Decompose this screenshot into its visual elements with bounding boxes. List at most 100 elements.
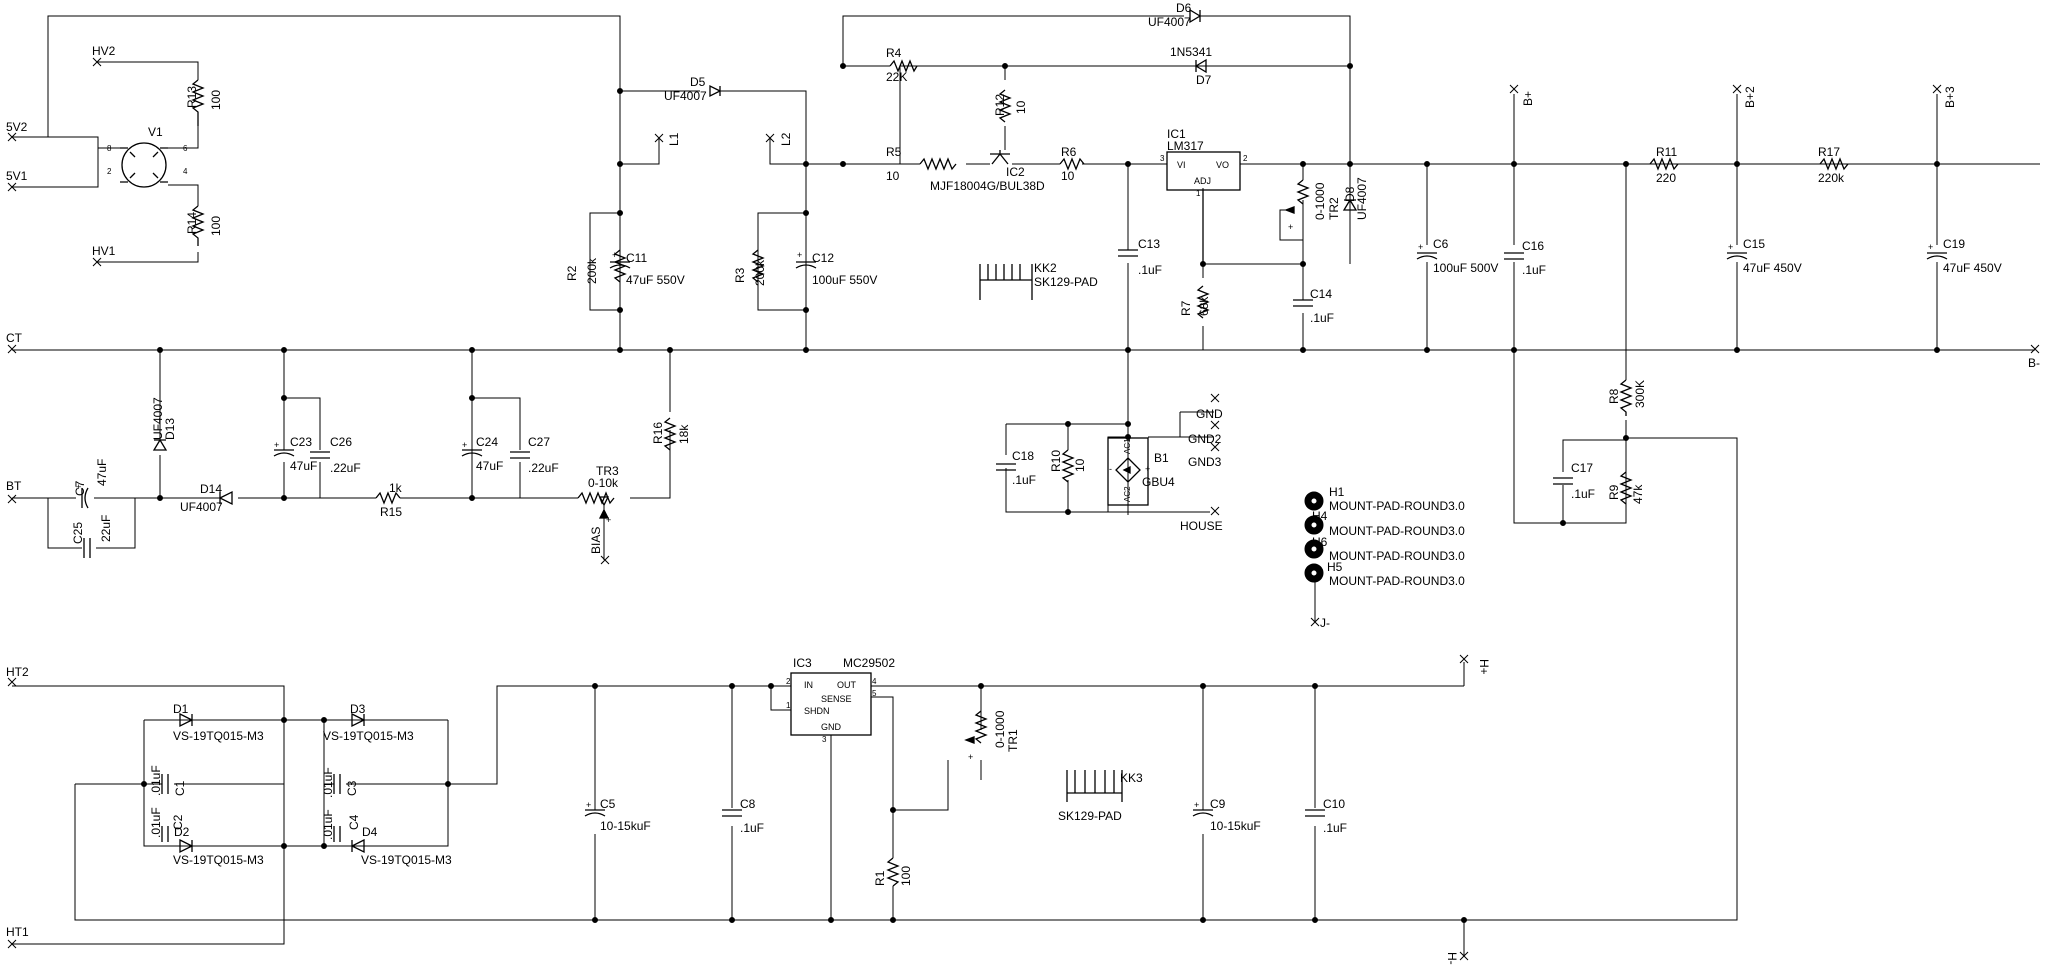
r9-val: 47k [1631, 484, 1645, 504]
net-label-ht2: HT2 [6, 665, 29, 679]
svg-text:OUT: OUT [837, 680, 857, 690]
net-label-bplus3: B+3 [1943, 86, 1957, 108]
c14-val: .1uF [1310, 311, 1334, 325]
d6-symbol [1189, 8, 1202, 24]
c19-val: 47uF 450V [1943, 261, 2002, 275]
c5-ref: C5 [600, 797, 616, 811]
svg-text:+: + [1728, 242, 1733, 252]
c7-symbol [81, 487, 89, 509]
svg-text:8: 8 [107, 144, 112, 153]
net-terminals [7, 57, 2040, 961]
r1-ref: R1 [873, 870, 887, 886]
c26-ref: C26 [330, 435, 352, 449]
c18-symbol [996, 463, 1016, 471]
svg-text:+: + [76, 482, 81, 492]
net-label-bplus: B+ [1521, 91, 1535, 106]
c16-ref: C16 [1522, 239, 1544, 253]
r16-val: 18k [677, 424, 691, 444]
c25-val: 22uF [99, 515, 113, 542]
tr1-symbol [974, 710, 988, 744]
svg-text:-: - [1109, 464, 1112, 474]
tr1-ref: TR1 [1006, 729, 1020, 752]
svg-text:SHDN: SHDN [804, 706, 830, 716]
c1-symbol [161, 774, 169, 794]
r5-symbol [919, 157, 957, 171]
b1-val: GBU4 [1142, 475, 1175, 489]
c6-ref: C6 [1433, 237, 1449, 251]
r15-ref: R15 [380, 505, 402, 519]
r3-val: 200k [753, 259, 767, 286]
r8-val: 300K [1633, 380, 1647, 408]
c12-symbol [795, 261, 817, 269]
kk2-val: SK129-PAD [1034, 275, 1098, 289]
d8-symbol [1342, 198, 1358, 211]
c14-symbol [1293, 299, 1313, 307]
r17-symbol [1819, 157, 1849, 171]
v1-symbol [121, 142, 167, 188]
tr2-ref: TR2 [1327, 197, 1341, 220]
c26-symbol [310, 451, 330, 459]
d6-val: UF4007 [1148, 15, 1191, 29]
c13-symbol [1118, 249, 1138, 257]
net-label-gnd: GND [1196, 407, 1223, 421]
c10-val: .1uF [1323, 821, 1347, 835]
d5-ref: D5 [690, 75, 706, 89]
c5-val: 10-15kuF [600, 819, 651, 833]
d7-symbol [1194, 58, 1207, 74]
c19-ref: C19 [1943, 237, 1965, 251]
c19-symbol [1926, 252, 1948, 260]
d14-ref: D14 [200, 482, 222, 496]
d1-ref: D1 [173, 702, 189, 716]
d3-ref: D3 [350, 702, 366, 716]
svg-text:SENSE: SENSE [821, 694, 852, 704]
r13-symbol [191, 79, 205, 126]
part-labels: V1 8 6 2 4 R13 100 R14 100 R2 200k C11 4… [71, 1, 2002, 886]
net-label-5v2: 5V2 [6, 120, 28, 134]
svg-text:+: + [968, 752, 973, 762]
d2-val: VS-19TQ015-M3 [173, 853, 264, 867]
h5-val: MOUNT-PAD-ROUND3.0 [1329, 574, 1465, 588]
svg-text:4: 4 [872, 677, 877, 686]
svg-text:2: 2 [1243, 154, 1248, 163]
c11-symbol [609, 261, 631, 269]
c7-ref: C7 [73, 480, 87, 496]
svg-text:VI: VI [1177, 160, 1186, 170]
ic2-ref: IC2 [1006, 165, 1025, 179]
r4-symbol [889, 59, 918, 73]
r15-val: 1k [389, 481, 403, 495]
d4-ref: D4 [362, 825, 378, 839]
c10-ref: C10 [1323, 797, 1345, 811]
svg-text:VO: VO [1216, 160, 1229, 170]
tr3-val: 0-10k [588, 476, 619, 490]
c11-val: 47uF 550V [626, 273, 685, 287]
wires [12, 15, 2040, 956]
c18-ref: C18 [1012, 449, 1034, 463]
r13-val: 100 [209, 90, 223, 110]
kk3-val: SK129-PAD [1058, 809, 1122, 823]
d14-symbol [218, 490, 233, 506]
d4-val: VS-19TQ015-M3 [361, 853, 452, 867]
d13-val: UF4007 [151, 397, 165, 440]
c25-symbol [83, 538, 91, 558]
svg-text:ADJ: ADJ [1194, 176, 1211, 186]
c7-val: 47uF [95, 459, 109, 486]
d5-val: UF4007 [664, 89, 707, 103]
h4-val: MOUNT-PAD-ROUND3.0 [1329, 524, 1465, 538]
kk2-symbol [979, 264, 1033, 300]
c23-ref: C23 [290, 435, 312, 449]
b1-ref: B1 [1154, 451, 1169, 465]
d7-ref: D7 [1196, 73, 1212, 87]
net-label-l2: L2 [779, 132, 793, 146]
d5-symbol [709, 84, 722, 98]
net-label-bt: BT [6, 479, 22, 493]
svg-text:GND: GND [821, 722, 842, 732]
ic1-val: LM317 [1167, 139, 1204, 153]
r9-ref: R9 [1607, 484, 1621, 500]
polarity-marks: ++ +++ ++ ++ +++ ++- [76, 222, 1933, 810]
c23-symbol [273, 449, 295, 457]
net-label-ht1: HT1 [6, 925, 29, 939]
c2-symbol [161, 826, 169, 842]
svg-text:1: 1 [786, 701, 791, 710]
d4-symbol [350, 838, 365, 854]
c17-val: .1uF [1571, 487, 1595, 501]
